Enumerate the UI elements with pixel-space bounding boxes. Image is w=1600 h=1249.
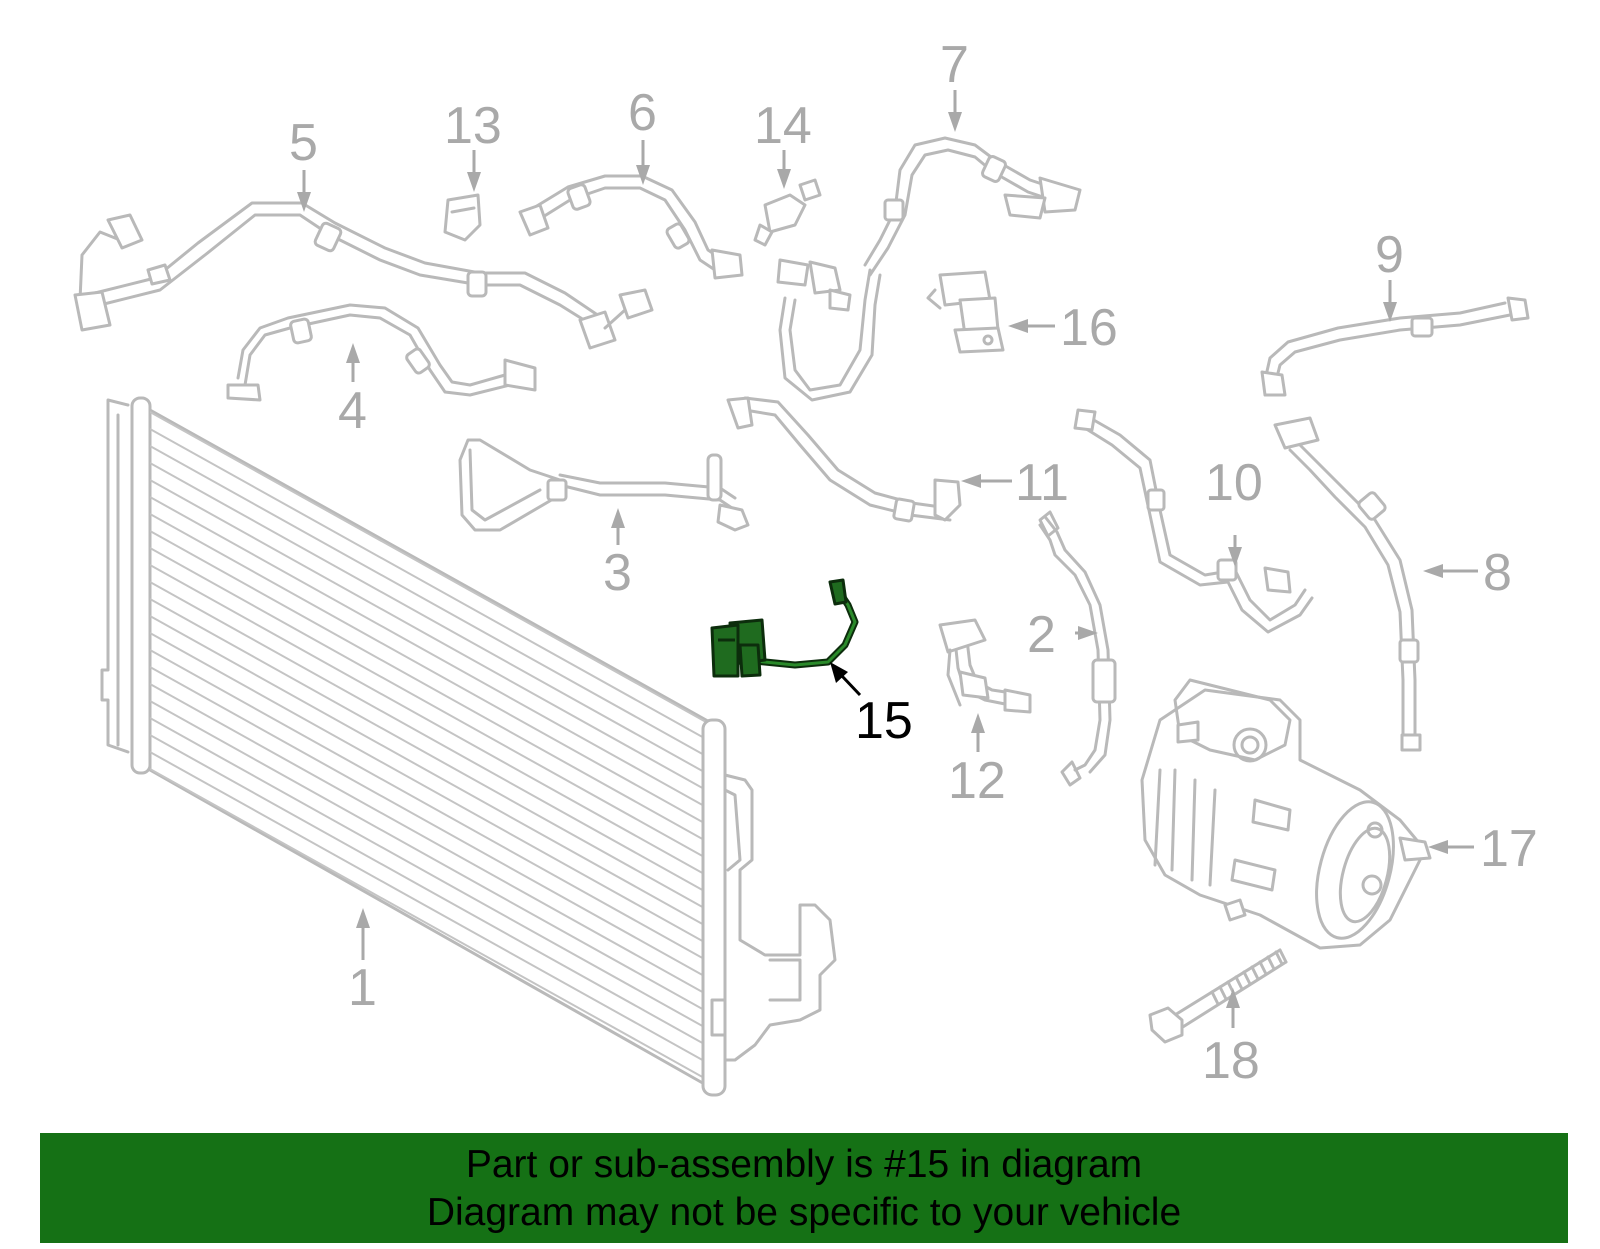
condenser-fin — [150, 530, 715, 847]
condenser-fin — [150, 479, 715, 796]
part-11-line — [726, 396, 962, 523]
callout-17: 17 — [1480, 820, 1538, 878]
callout-3: 3 — [603, 544, 632, 602]
part-7-line — [776, 136, 1082, 402]
condenser-fin — [150, 768, 715, 1085]
bolt-thread — [1218, 985, 1228, 1001]
callout-13: 13 — [444, 97, 502, 155]
condenser-fin — [150, 564, 715, 881]
condenser-fin — [150, 513, 715, 830]
callout-8: 8 — [1483, 544, 1512, 602]
part-9-line — [1260, 296, 1530, 397]
condenser-fin — [150, 445, 715, 762]
callout-2: 2 — [1027, 606, 1056, 664]
bolt-thread — [1266, 955, 1276, 971]
bolt-thread — [1258, 960, 1268, 976]
part-18-bolt — [1148, 948, 1288, 1044]
part-13-sensor — [443, 193, 482, 242]
condenser-fin — [150, 615, 715, 932]
condenser-fins — [150, 410, 715, 1090]
condenser-fin — [150, 581, 715, 898]
condenser-fin — [150, 411, 715, 728]
condenser-fin — [150, 428, 715, 745]
part-6-line — [518, 174, 744, 280]
bolt-thread — [1210, 990, 1220, 1006]
callout-7: 7 — [940, 36, 969, 94]
bolt-thread — [1234, 975, 1244, 991]
callout-4: 4 — [338, 382, 367, 440]
bolt-thread — [1242, 970, 1252, 986]
callout-18: 18 — [1202, 1032, 1260, 1090]
part-4-line — [226, 303, 537, 402]
callout-leaders — [297, 90, 1478, 1028]
part-2-line — [1038, 510, 1117, 787]
callout-16: 16 — [1060, 299, 1118, 357]
condenser-fin — [150, 649, 715, 966]
condenser-fin — [150, 666, 715, 983]
callout-6: 6 — [628, 84, 657, 142]
part-3-line — [458, 438, 750, 532]
condenser-fin — [150, 700, 715, 1017]
part-12-line — [938, 618, 1032, 714]
condenser-fin — [150, 496, 715, 813]
part-8-line — [1273, 416, 1422, 752]
bolt-thread — [1274, 950, 1284, 966]
bolt-thread — [1250, 965, 1260, 981]
condenser-fin — [150, 683, 715, 1000]
banner-line-2: Diagram may not be specific to your vehi… — [426, 1191, 1182, 1234]
callout-11: 11 — [1015, 454, 1069, 512]
part-16-valve — [926, 270, 1005, 354]
callout-14: 14 — [754, 97, 812, 155]
part-1-condenser — [100, 396, 837, 1097]
condenser-fin — [150, 598, 715, 915]
callout-10: 10 — [1205, 454, 1263, 512]
part-14-sensor — [753, 178, 822, 247]
info-banner: Part or sub-assembly is #15 in diagram D… — [40, 1133, 1568, 1243]
callout-1: 1 — [348, 959, 377, 1017]
condenser-fin — [150, 462, 715, 779]
condenser-fin — [150, 717, 715, 1034]
condenser-fin — [150, 751, 715, 1068]
callout-12: 12 — [948, 752, 1006, 810]
callout-15: 15 — [855, 692, 913, 750]
callout-labels: 1 2 3 4 5 6 7 8 9 10 11 12 13 14 15 16 1… — [289, 36, 1538, 1090]
bolt-threads — [1210, 950, 1284, 1006]
condenser-fin — [150, 632, 715, 949]
part-5-line — [73, 201, 654, 350]
part-10-line — [1073, 408, 1314, 634]
part-17-compressor — [1140, 678, 1432, 950]
condenser-fin — [150, 734, 715, 1051]
condenser-fin — [150, 547, 715, 864]
callout-5: 5 — [289, 114, 318, 172]
part-15-wiring-harness — [710, 578, 859, 678]
banner-line-1: Part or sub-assembly is #15 in diagram — [465, 1143, 1143, 1186]
callout-9: 9 — [1375, 226, 1404, 284]
